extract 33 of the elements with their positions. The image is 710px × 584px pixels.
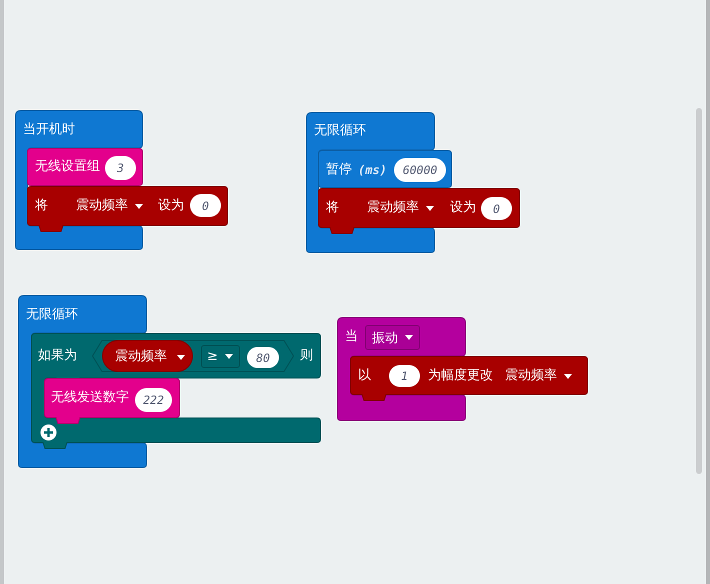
block-label: 无限循环 [314,122,366,140]
if-block [31,333,321,449]
block-label: 无限循环 [26,306,78,324]
dropdown-field: 振动 [365,325,420,350]
statement-block [27,148,143,186]
dropdown-field: ≥ [201,345,240,368]
dropdown-label: 震动频率 [115,348,167,366]
block-label: 当 [345,328,358,346]
block-label: 暂停 [326,161,352,179]
block-label: 将 [326,199,339,217]
block-label: 当开机时 [23,121,75,139]
block-label: 则 [300,347,313,365]
dropdown-label: 震动频率 [76,197,128,215]
block-label: 设为 [158,197,184,215]
statement-block [350,356,588,401]
block-label: 为幅度更改 [428,367,493,385]
statement-block [318,150,452,188]
loop-block [306,112,435,253]
block-label: 设为 [450,199,476,217]
statement-block [44,378,180,424]
variable-block [102,340,193,372]
statement-block [27,186,228,232]
dropdown-label: 震动频率 [505,367,557,385]
block-label: 以 [358,367,371,385]
statement-block [318,188,520,234]
block-label: 将 [35,197,48,215]
dropdown-label: 震动频率 [367,199,419,217]
block-label: 无线设置组 [35,158,100,176]
block-label: 无线发送数字 [51,389,129,407]
block-label: (ms) [358,162,387,179]
comparison-block [92,340,294,372]
number-input: 60000 [394,158,446,182]
block-label: 如果为 [38,347,77,365]
